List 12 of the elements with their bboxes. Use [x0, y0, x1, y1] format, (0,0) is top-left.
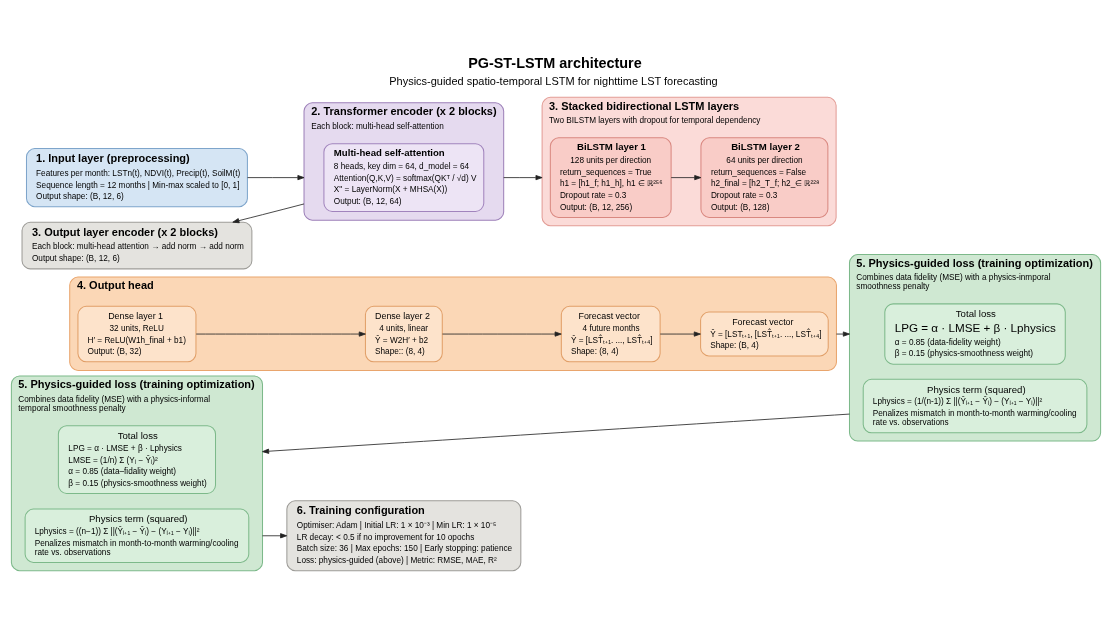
- arrow: [262, 532, 288, 538]
- arrow: [262, 413, 850, 454]
- arrow: [195, 330, 366, 337]
- arrow: [836, 330, 850, 337]
- arrow: [659, 330, 701, 337]
- arrow: [232, 203, 305, 223]
- diagram-title: PG-ST-LSTM architecture: [468, 54, 642, 71]
- arrow: [247, 174, 305, 180]
- arrow: [442, 330, 562, 337]
- arrow: [670, 174, 702, 180]
- arrow: [503, 174, 543, 180]
- caption: Physics-guided spatio-temporal LSTM for nighttime LST forecasting: [389, 74, 718, 87]
